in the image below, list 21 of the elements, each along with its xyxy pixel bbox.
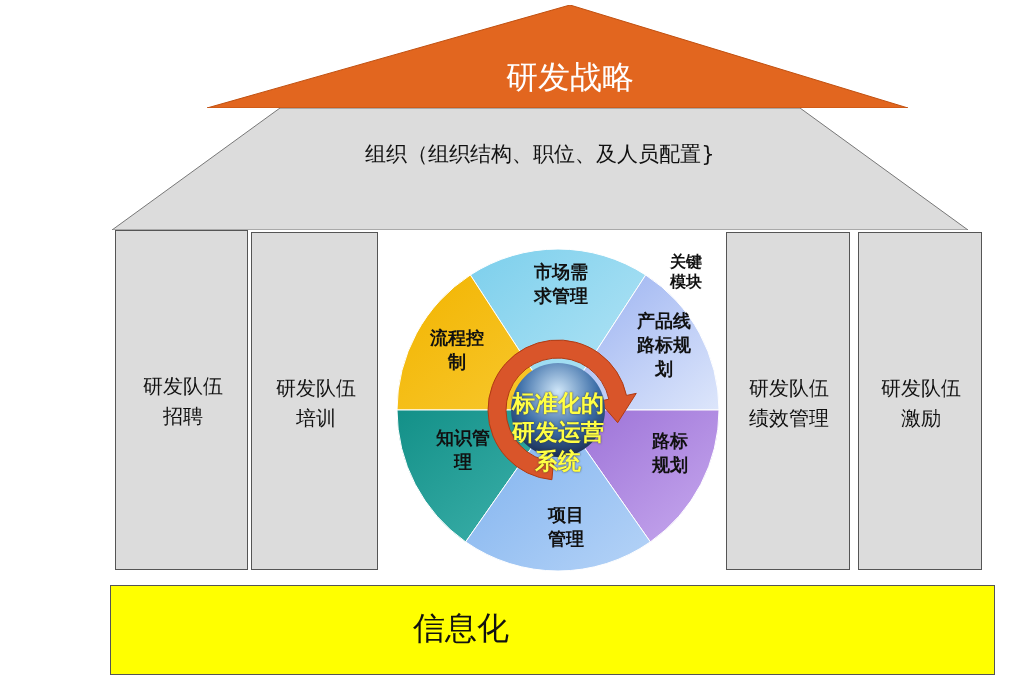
note-label: 关键模块: [669, 252, 703, 292]
segment-label: 市场需求管理: [532, 260, 590, 308]
segment-label: 项目管理: [546, 503, 586, 551]
pillar-label: 研发队伍激励: [880, 375, 962, 432]
roof-triangle: [207, 5, 908, 108]
segment-label: 路标规划: [650, 429, 690, 477]
pillar-box: [858, 232, 982, 570]
segment-label: 产品线路标规划: [635, 309, 693, 381]
roof-title: 研发战略: [505, 57, 635, 98]
pillar-label: 研发队伍培训: [274, 375, 357, 432]
segment-label: 流程控制: [428, 326, 486, 374]
roof-band: [112, 108, 968, 230]
pillar-label: 研发队伍招聘: [141, 373, 224, 430]
pillar-box: [251, 232, 378, 570]
foundation-label: 信息化: [412, 608, 510, 649]
foundation-bar: [110, 585, 995, 675]
band-text: 组织（组织结构、职位、及人员配置}: [364, 141, 716, 168]
pillar-label: 研发队伍绩效管理: [748, 375, 830, 432]
pillar-box: [115, 230, 248, 570]
pillar-box: [726, 232, 850, 570]
segment-label: 知识管理: [434, 426, 492, 474]
